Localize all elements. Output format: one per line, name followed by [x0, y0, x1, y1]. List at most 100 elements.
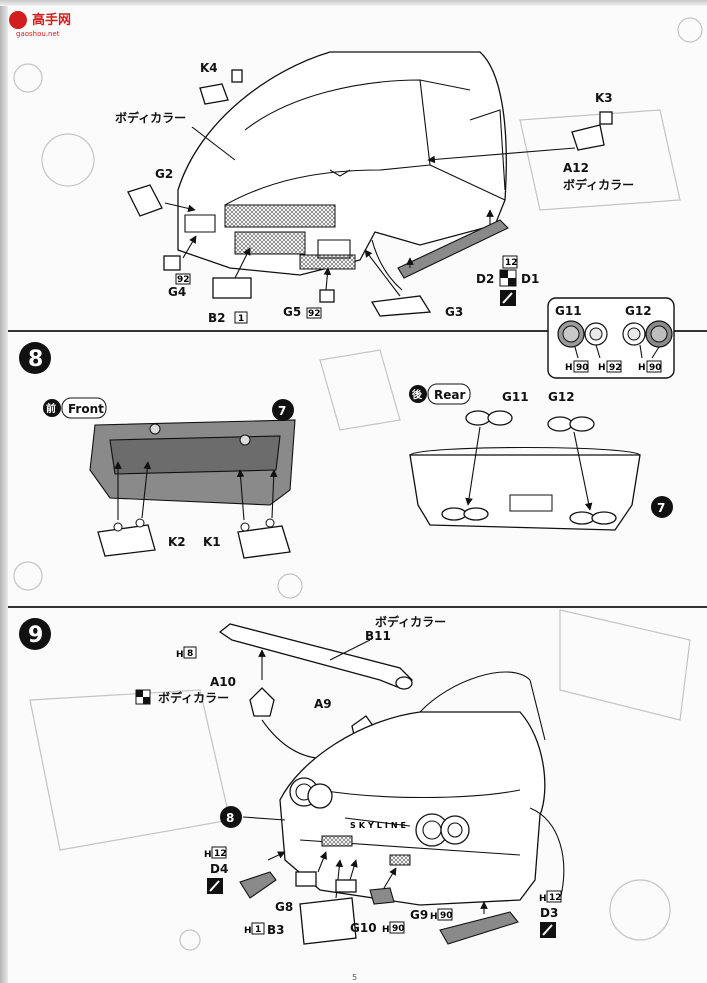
car-body-rear: SKYLINE [279, 671, 565, 906]
label-h92-b: 92 [308, 309, 321, 319]
label-g8: G8 [275, 900, 293, 914]
front-label: Front [68, 402, 104, 416]
watermark-url: gaoshou.net [16, 30, 60, 38]
svg-text:H: H [598, 363, 606, 373]
ref-8-number: 8 [226, 811, 234, 825]
label-k4: K4 [200, 61, 218, 75]
part-g11-lens-pair [465, 410, 513, 426]
svg-text:H: H [539, 894, 547, 904]
label-a9: A9 [314, 697, 332, 711]
cement-icon-d3 [540, 922, 556, 938]
step-8-number: 8 [28, 347, 43, 372]
part-a12-mirror [571, 124, 605, 151]
paint-swatch-icon-a10 [135, 689, 151, 705]
label-g3: G3 [445, 305, 463, 319]
part-a10-stay [249, 687, 275, 717]
ref-7-rear [651, 496, 673, 518]
label-g11-rear: G11 [502, 390, 529, 404]
label-h12-d3: 12 [549, 893, 562, 903]
inset-h90-a: 90 [576, 363, 589, 373]
label-b2: B2 [208, 311, 226, 325]
label-g4: G4 [168, 285, 186, 299]
page-mark: 5 [352, 973, 357, 982]
part-g4-lens [163, 255, 181, 271]
watermark-name: 高手网 [32, 12, 71, 28]
part-d2-side-skirt [397, 219, 509, 279]
svg-text:H: H [638, 363, 646, 373]
part-k3-mirror-glass [599, 111, 613, 125]
part-d3-diffuser [439, 911, 519, 945]
part-g5-lens [319, 289, 335, 303]
step-divider-top [8, 330, 707, 332]
label-g2: G2 [155, 167, 173, 181]
svg-text:SKYLINE: SKYLINE [350, 821, 409, 830]
label-h12: 12 [505, 258, 518, 268]
part-b2-plate [212, 277, 252, 299]
svg-text:H: H [204, 850, 212, 860]
watermark-logo: 高手网 gaoshou.net [9, 11, 71, 38]
label-body-color-b11: ボディカラー [375, 614, 446, 629]
step-8-badge [19, 342, 51, 374]
inset-h90-b: 90 [649, 363, 662, 373]
label-a10: A10 [210, 675, 236, 689]
ref-7-front-number: 7 [278, 404, 286, 418]
paint-swatch-icon [499, 269, 517, 287]
label-b3: B3 [267, 923, 285, 937]
label-g5: G5 [283, 305, 301, 319]
label-a12: A12 [563, 161, 589, 175]
svg-text:H: H [382, 925, 390, 935]
svg-text:H: H [244, 926, 252, 936]
part-k1 [237, 525, 291, 559]
part-g10-lens [335, 879, 357, 893]
part-b3-plate [299, 897, 357, 945]
label-body-color-left: ボディカラー [115, 110, 186, 125]
label-k1: K1 [203, 535, 221, 549]
inset-lens-colors: G11 G12 H 90 H 92 H 90 [547, 297, 675, 379]
label-g9: G9 [410, 908, 428, 922]
svg-text:H: H [565, 363, 573, 373]
ref-8-rear [220, 806, 242, 828]
top-panel-front-assembly: K4 ボディカラー G2 92 G4 B2 1 G5 92 [115, 51, 634, 325]
label-d3: D3 [540, 906, 558, 920]
label-h90-g9: 90 [440, 911, 453, 921]
label-d2: D2 [476, 272, 494, 286]
inset-h92: 92 [609, 363, 622, 373]
scan-edge-left [0, 0, 8, 983]
label-k2: K2 [168, 535, 186, 549]
part-k4-mirror [199, 83, 229, 105]
front-kanji: 前 [46, 402, 56, 415]
part-d4-diffuser [239, 871, 277, 899]
label-b11: B11 [365, 629, 391, 643]
label-d4: D4 [210, 862, 228, 876]
label-h92-a: 92 [177, 275, 190, 285]
label-h1: 1 [238, 314, 244, 324]
label-g12-rear: G12 [548, 390, 575, 404]
label-h8: 8 [187, 649, 193, 659]
part-g12-lens-pair [547, 416, 595, 432]
scan-edge-top [0, 0, 707, 6]
rear-tag: 後 Rear [409, 383, 471, 405]
ref-7-rear-number: 7 [657, 501, 665, 515]
step-9-badge [19, 618, 51, 650]
ref-7-front [272, 399, 294, 421]
part-g8-lens [295, 871, 317, 887]
svg-text:H: H [430, 912, 438, 922]
label-h1-b3: 1 [255, 925, 261, 935]
part-g2-lamp [127, 184, 163, 217]
part-g3-lamp [370, 295, 432, 317]
inset-label-g12: G12 [625, 304, 652, 318]
label-d1: D1 [521, 272, 539, 286]
label-h12-d4: 12 [214, 849, 227, 859]
label-body-color-a10: ボディカラー [158, 690, 229, 705]
label-k3: K3 [595, 91, 613, 105]
label-h90-g10: 90 [392, 924, 405, 934]
car-body-front [177, 51, 507, 291]
part-g9-lens [369, 887, 395, 905]
cement-icon-d4 [207, 878, 223, 894]
svg-text:H: H [176, 650, 184, 660]
step-9-number: 9 [28, 623, 43, 648]
cement-icon [500, 290, 516, 306]
inset-label-g11: G11 [555, 304, 582, 318]
